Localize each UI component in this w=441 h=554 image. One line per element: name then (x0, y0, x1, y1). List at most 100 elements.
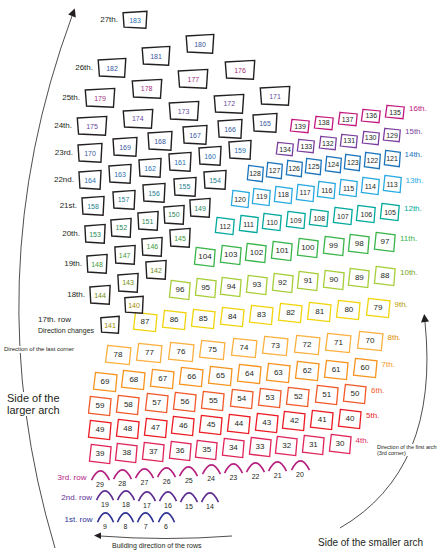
tile-shape (169, 441, 191, 460)
tile-shape (291, 461, 309, 470)
tile-shape (196, 440, 218, 459)
tile-shape (374, 232, 395, 251)
tile: 82 (278, 303, 303, 323)
tile: 109 (286, 211, 306, 229)
tile-shape (279, 304, 303, 323)
row-label: 1st. row (64, 516, 92, 525)
tile-number: 9 (103, 523, 107, 530)
tile: 152 (110, 218, 132, 238)
tile-number: 96 (176, 286, 185, 294)
tile-shape (319, 137, 336, 150)
tile: 19 (96, 487, 114, 509)
tile-shape (383, 175, 401, 192)
tile-shape (199, 146, 221, 165)
tile: 59 (88, 396, 112, 416)
tile-shape (253, 188, 271, 205)
tile: 119 (252, 188, 271, 206)
tile-shape (215, 94, 244, 113)
tile-shape (194, 247, 215, 266)
tile: 76 (168, 342, 195, 362)
tile: 118 (274, 186, 293, 204)
tile: 166 (217, 119, 243, 139)
tile: 124 (325, 156, 342, 173)
tile: 55 (201, 391, 225, 411)
tile-shape (191, 309, 215, 328)
tile: 87 (133, 312, 158, 332)
tile: 127 (266, 162, 283, 179)
tile-shape (180, 368, 204, 387)
tile-number: 41 (318, 416, 327, 424)
tile-number: 21 (274, 472, 282, 479)
tile: 85 (191, 309, 216, 329)
tile-shape (253, 113, 277, 132)
tile: 52 (286, 387, 310, 407)
tile: 103 (220, 245, 242, 265)
tile-shape (143, 183, 165, 202)
row-label: 20th. (62, 230, 80, 239)
tile-number: 132 (322, 140, 334, 147)
tile-number: 148 (91, 261, 103, 268)
tile-number: 107 (337, 213, 349, 220)
tile: 172 (213, 94, 245, 114)
tile-shape (186, 34, 214, 53)
tile-number: 32 (282, 442, 291, 450)
tile-number: 43 (262, 419, 271, 427)
tile-shape (298, 272, 319, 291)
tile: 73 (262, 336, 289, 356)
tile-number: 78 (114, 351, 123, 359)
tile-number: 168 (154, 138, 166, 145)
tile-number: 139 (294, 123, 306, 130)
tile: 21 (268, 458, 287, 480)
tile: 37 (142, 442, 165, 462)
tile-shape (324, 360, 348, 379)
tile-number: 58 (124, 401, 133, 409)
tile-shape (231, 338, 256, 357)
tile-number: 135 (389, 109, 401, 116)
tile-number: 92 (278, 279, 287, 287)
tile: 71 (325, 333, 352, 353)
tile: 24 (202, 461, 221, 483)
row-label: 7th. (382, 361, 395, 370)
tile-number: 51 (322, 391, 331, 399)
tile-shape (132, 79, 161, 98)
tile-number: 34 (229, 444, 238, 452)
tile-shape (158, 513, 174, 522)
note-label: Building direction of the rows (112, 542, 202, 550)
tile: 86 (162, 310, 187, 330)
tile-number: 160 (204, 153, 216, 160)
tile-shape (144, 418, 167, 437)
tile-number: 103 (224, 251, 237, 259)
tile-number: 86 (170, 316, 179, 324)
tile: 177 (177, 69, 209, 89)
tile-shape (162, 311, 186, 330)
tile-shape (263, 213, 282, 230)
tile-number: 84 (228, 313, 237, 321)
tile-number: 101 (275, 247, 288, 255)
first-arch-arrow (340, 322, 427, 528)
tile: 126 (286, 160, 303, 177)
tile-shape (200, 416, 223, 435)
tile-shape (385, 105, 404, 118)
tile: 14 (201, 489, 219, 511)
tile: 153 (84, 224, 106, 244)
tile: 147 (114, 245, 136, 265)
tile-number: 156 (148, 190, 160, 197)
tile-shape (349, 235, 370, 254)
tile-number: 144 (94, 292, 106, 299)
tile-number: 125 (308, 163, 320, 170)
tile: 154 (203, 170, 227, 190)
tile: 31 (302, 435, 325, 455)
tile-shape (113, 137, 137, 156)
tile-shape (173, 177, 195, 196)
tile-shape (88, 420, 111, 439)
tile-shape (181, 492, 198, 501)
tile: 108 (309, 209, 329, 227)
tile-shape (326, 333, 351, 352)
tile-number: 104 (198, 253, 211, 261)
tile: 17 (138, 488, 156, 510)
tile-shape (250, 305, 274, 324)
arrow-head (421, 314, 429, 322)
tile: 53 (258, 388, 282, 408)
tile-number: 151 (142, 218, 154, 225)
tile-number: 76 (177, 348, 186, 356)
